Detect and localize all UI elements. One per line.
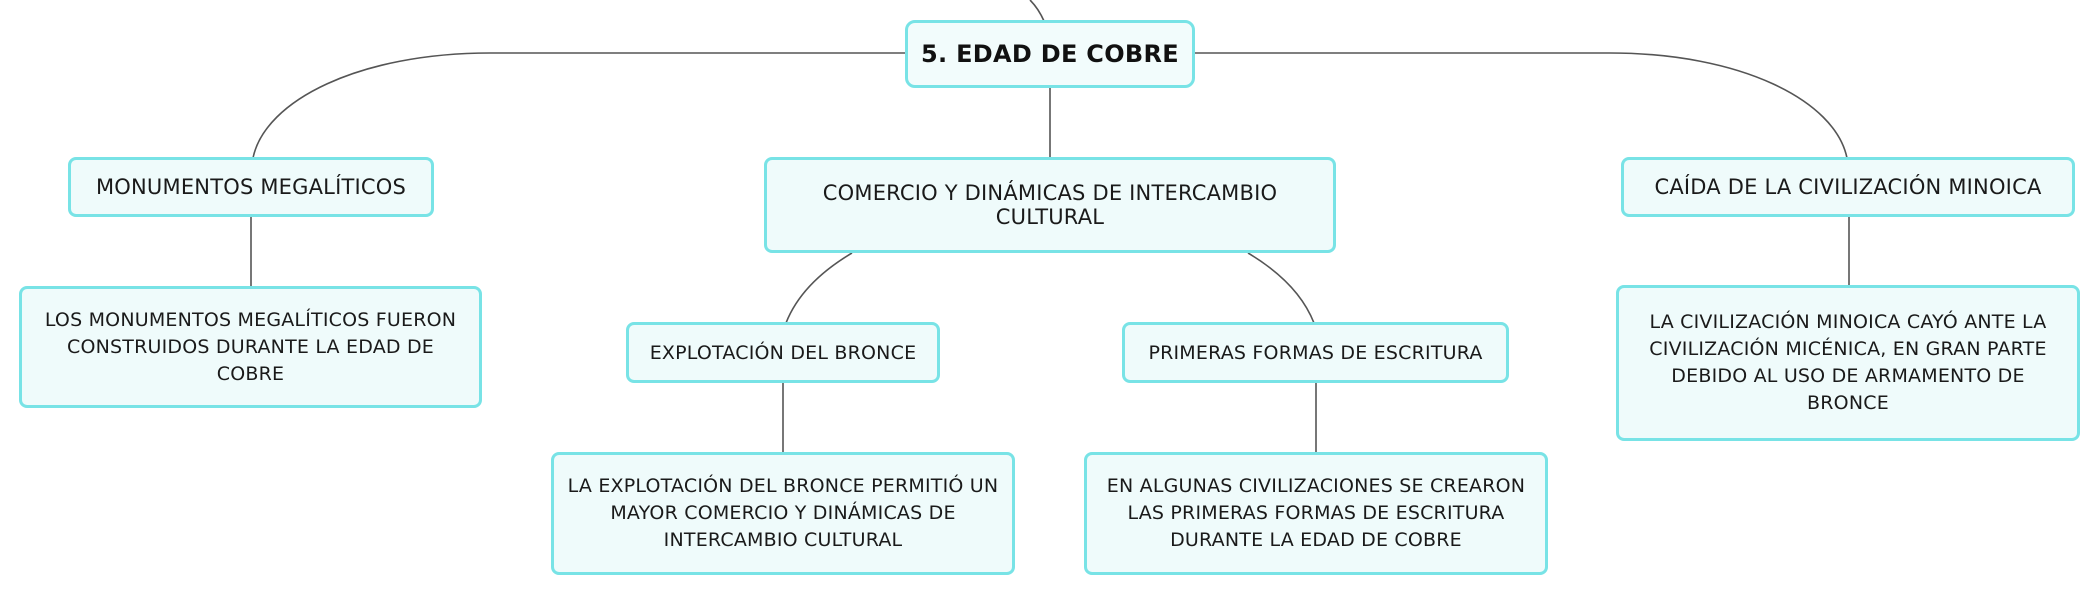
connector-incoming-to-root xyxy=(1029,0,1045,22)
detail-node-text: LA EXPLOTACIÓN DEL BRONCE PERMITIÓ UN MA… xyxy=(567,475,999,551)
subtopic-node-label: PRIMERAS FORMAS DE ESCRITURA xyxy=(1148,341,1483,364)
topic-node-comercio-intercambio-cultural[interactable]: COMERCIO Y DINÁMICAS DE INTERCAMBIO CULT… xyxy=(764,157,1336,253)
topic-node-caida-civilizacion-minoica[interactable]: CAÍDA DE LA CIVILIZACIÓN MINOICA xyxy=(1621,157,2075,217)
topic-node-label: CAÍDA DE LA CIVILIZACIÓN MINOICA xyxy=(1654,175,2042,199)
detail-node-primeras-formas-escritura[interactable]: EN ALGUNAS CIVILIZACIONES SE CREARON LAS… xyxy=(1084,452,1548,575)
subtopic-node-label: EXPLOTACIÓN DEL BRONCE xyxy=(649,341,917,364)
topic-node-label: COMERCIO Y DINÁMICAS DE INTERCAMBIO CULT… xyxy=(822,181,1278,229)
detail-node-text: LA CIVILIZACIÓN MINOICA CAYÓ ANTE LA CIV… xyxy=(1649,311,2047,414)
connector-root-to-megaliticos xyxy=(252,52,905,159)
connector-comercio-to-bronce xyxy=(785,252,853,324)
detail-node-monumentos-megaliticos[interactable]: LOS MONUMENTOS MEGALÍTICOS FUERON CONSTR… xyxy=(19,286,482,408)
detail-node-text: LOS MONUMENTOS MEGALÍTICOS FUERON CONSTR… xyxy=(44,308,457,385)
topic-node-monumentos-megaliticos[interactable]: MONUMENTOS MEGALÍTICOS xyxy=(68,157,434,217)
detail-node-text: EN ALGUNAS CIVILIZACIONES SE CREARON LAS… xyxy=(1106,475,1526,551)
detail-node-explotacion-bronce[interactable]: LA EXPLOTACIÓN DEL BRONCE PERMITIÓ UN MA… xyxy=(551,452,1015,575)
connector-root-to-minoica xyxy=(1193,52,1848,159)
topic-node-label: MONUMENTOS MEGALÍTICOS xyxy=(95,175,407,199)
root-node-label: 5. EDAD DE COBRE xyxy=(921,40,1179,68)
subtopic-node-explotacion-bronce[interactable]: EXPLOTACIÓN DEL BRONCE xyxy=(626,322,940,383)
connector-comercio-to-escritura xyxy=(1247,252,1315,324)
root-node[interactable]: 5. EDAD DE COBRE xyxy=(905,20,1195,88)
subtopic-node-primeras-formas-escritura[interactable]: PRIMERAS FORMAS DE ESCRITURA xyxy=(1122,322,1509,383)
detail-node-caida-civilizacion-minoica[interactable]: LA CIVILIZACIÓN MINOICA CAYÓ ANTE LA CIV… xyxy=(1616,285,2080,441)
